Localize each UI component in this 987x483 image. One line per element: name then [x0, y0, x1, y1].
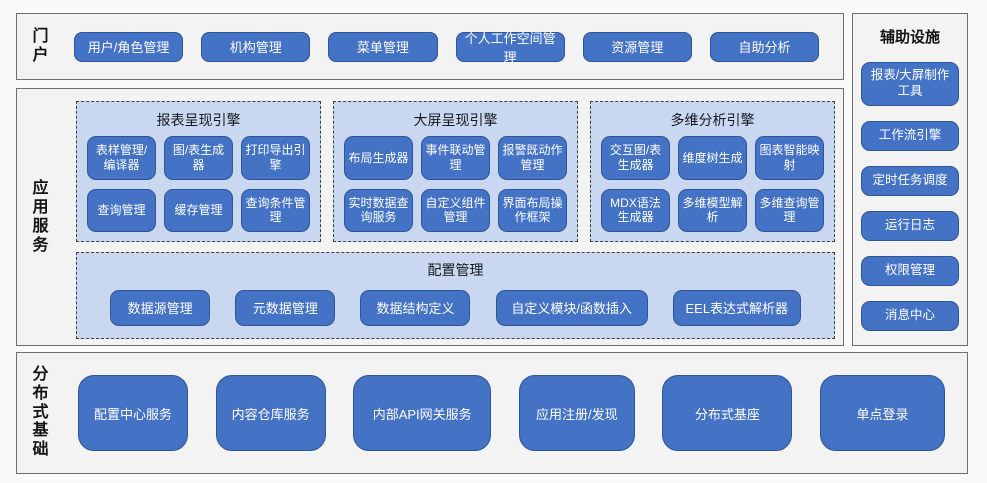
portal-label: 门户	[32, 27, 49, 64]
report-screen-authoring-tool-button[interactable]: 报表/大屏制作工具	[861, 62, 959, 106]
data-structure-definition-button[interactable]: 数据结构定义	[360, 289, 471, 326]
permission-mgmt-button[interactable]: 权限管理	[861, 256, 959, 286]
chart-table-generator-button[interactable]: 图/表生成器	[164, 136, 233, 180]
message-center-button[interactable]: 消息中心	[861, 301, 959, 331]
event-linkage-mgmt-button[interactable]: 事件联动管理	[421, 136, 490, 180]
bigscreen-render-engine-grid: 布局生成器 事件联动管理 报警既动作管理 实时数据查询服务 自定义组件管理 界面…	[344, 136, 567, 232]
auxiliary-facilities-title: 辅助设施	[879, 29, 940, 46]
portal-item-menu-mgmt[interactable]: 菜单管理	[328, 31, 438, 62]
distributed-foundation-label: 分布式基础	[32, 365, 49, 459]
app-services-content: 报表呈现引擎 表样管理/编译器 图/表生成器 打印导出引擎 查询管理 缓存管理 …	[76, 101, 835, 339]
multidim-query-mgmt-button[interactable]: 多维查询管理	[755, 188, 824, 232]
config-mgmt-title: 配置管理	[427, 262, 484, 278]
config-center-service-button[interactable]: 配置中心服务	[78, 375, 188, 451]
portal-item-user-role-mgmt[interactable]: 用户/角色管理	[74, 31, 184, 62]
app-services-label: 应用服务	[32, 180, 49, 254]
workflow-engine-button[interactable]: 工作流引擎	[861, 121, 959, 151]
report-render-engine-group: 报表呈现引擎 表样管理/编译器 图/表生成器 打印导出引擎 查询管理 缓存管理 …	[76, 101, 321, 242]
app-registration-discovery-button[interactable]: 应用注册/发现	[518, 375, 635, 451]
cache-mgmt-button[interactable]: 缓存管理	[164, 188, 233, 232]
portal-item-resource-mgmt[interactable]: 资源管理	[582, 31, 692, 62]
datasource-mgmt-button[interactable]: 数据源管理	[110, 289, 211, 326]
multidim-analysis-engine-title: 多维分析引擎	[670, 112, 755, 128]
portal-item-personal-workspace-mgmt[interactable]: 个人工作空间管理	[455, 31, 565, 65]
layout-generator-button[interactable]: 布局生成器	[344, 136, 413, 180]
bigscreen-render-engine-group: 大屏呈现引擎 布局生成器 事件联动管理 报警既动作管理 实时数据查询服务 自定义…	[333, 101, 578, 242]
multidim-analysis-engine-group: 多维分析引擎 交互图/表生成器 维度树生成 图表智能映射 MDX语法生成器 多维…	[590, 101, 835, 242]
interactive-chart-generator-button[interactable]: 交互图/表生成器	[601, 136, 670, 180]
query-mgmt-button[interactable]: 查询管理	[87, 188, 156, 232]
scheduled-task-scheduling-button[interactable]: 定时任务调度	[861, 166, 959, 196]
config-mgmt-row: 数据源管理 元数据管理 数据结构定义 自定义模块/函数插入 EEL表达式解析器	[85, 286, 826, 329]
single-sign-on-button[interactable]: 单点登录	[819, 375, 945, 451]
realtime-data-query-service-button[interactable]: 实时数据查询服务	[344, 188, 413, 232]
content-repo-service-button[interactable]: 内容仓库服务	[215, 375, 326, 451]
portal-item-self-service-analysis[interactable]: 自助分析	[709, 31, 820, 62]
mdx-syntax-generator-button[interactable]: MDX语法生成器	[601, 188, 670, 232]
engine-groups: 报表呈现引擎 表样管理/编译器 图/表生成器 打印导出引擎 查询管理 缓存管理 …	[76, 101, 835, 242]
alarm-action-mgmt-button[interactable]: 报警既动作管理	[498, 136, 567, 180]
report-render-engine-title: 报表呈现引擎	[156, 112, 241, 128]
bigscreen-render-engine-title: 大屏呈现引擎	[413, 112, 498, 128]
run-log-button[interactable]: 运行日志	[861, 211, 959, 241]
ui-layout-framework-button[interactable]: 界面布局操作框架	[498, 188, 567, 232]
report-render-engine-grid: 表样管理/编译器 图/表生成器 打印导出引擎 查询管理 缓存管理 查询条件管理	[87, 136, 310, 232]
dimension-tree-generation-button[interactable]: 维度树生成	[678, 136, 747, 180]
config-mgmt-group: 配置管理 数据源管理 元数据管理 数据结构定义 自定义模块/函数插入 EEL表达…	[76, 252, 835, 339]
app-services-panel: 应用服务 报表呈现引擎 表样管理/编译器 图/表生成器 打印导出引擎 查询管理 …	[16, 88, 844, 346]
portal-button-row: 用户/角色管理 机构管理 菜单管理 个人工作空间管理 资源管理 自助分析	[74, 31, 820, 65]
chart-smart-mapping-button[interactable]: 图表智能映射	[755, 136, 824, 180]
custom-module-function-insert-button[interactable]: 自定义模块/函数插入	[495, 289, 648, 326]
custom-component-mgmt-button[interactable]: 自定义组件管理	[421, 188, 490, 232]
auxiliary-facilities-panel: 辅助设施 报表/大屏制作工具 工作流引擎 定时任务调度 运行日志 权限管理 消息…	[852, 13, 968, 346]
distributed-base-button[interactable]: 分布式基座	[662, 375, 793, 451]
print-export-engine-button[interactable]: 打印导出引擎	[241, 136, 310, 180]
multidim-model-parsing-button[interactable]: 多维模型解析	[678, 188, 747, 232]
internal-api-gateway-service-button[interactable]: 内部API网关服务	[353, 375, 492, 451]
query-condition-mgmt-button[interactable]: 查询条件管理	[241, 188, 310, 232]
portal-panel: 门户 用户/角色管理 机构管理 菜单管理 个人工作空间管理 资源管理 自助分析	[16, 13, 844, 80]
distributed-button-row: 配置中心服务 内容仓库服务 内部API网关服务 应用注册/发现 分布式基座 单点…	[78, 375, 945, 451]
multidim-analysis-engine-grid: 交互图/表生成器 维度树生成 图表智能映射 MDX语法生成器 多维模型解析 多维…	[601, 136, 824, 232]
report-style-mgmt-compiler-button[interactable]: 表样管理/编译器	[87, 136, 156, 180]
distributed-foundation-panel: 分布式基础 配置中心服务 内容仓库服务 内部API网关服务 应用注册/发现 分布…	[16, 352, 968, 474]
metadata-mgmt-button[interactable]: 元数据管理	[235, 289, 336, 326]
eel-expression-parser-button[interactable]: EEL表达式解析器	[672, 289, 801, 326]
portal-item-org-mgmt[interactable]: 机构管理	[201, 31, 311, 62]
